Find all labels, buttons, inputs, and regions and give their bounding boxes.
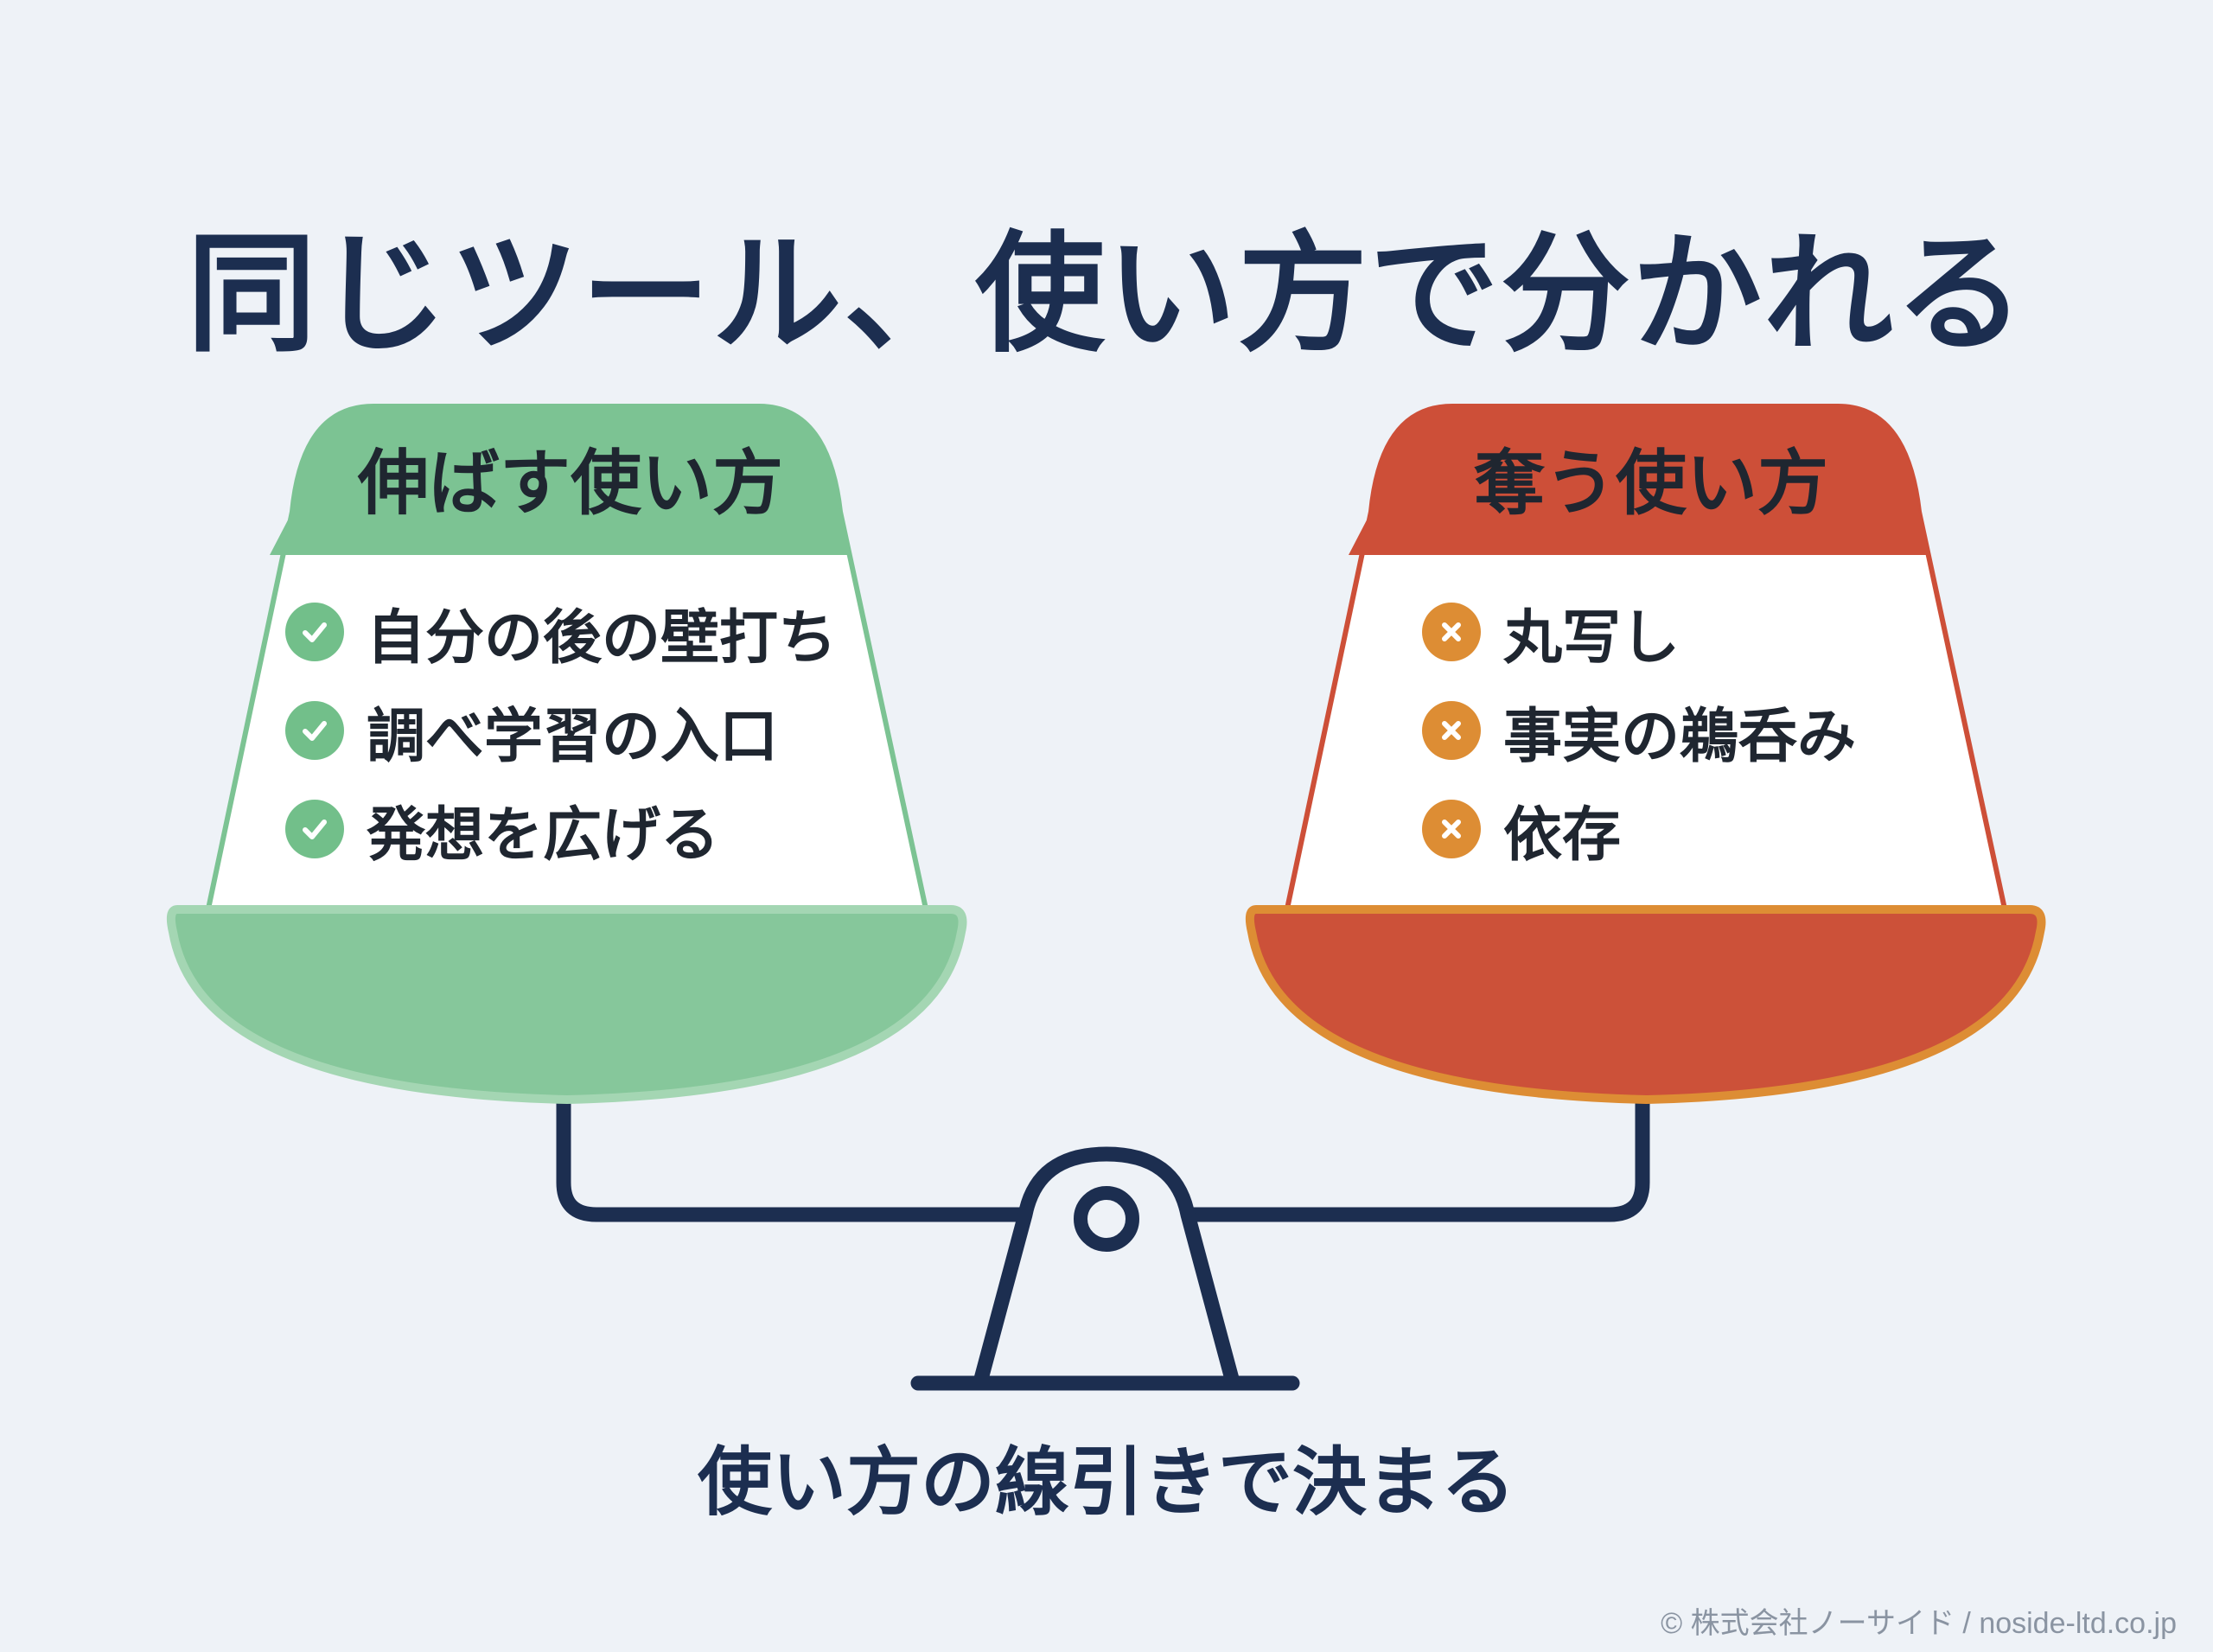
scale-pivot — [973, 1146, 1240, 1381]
left-pan-item: 自分の後の壁打ち — [285, 583, 837, 681]
page-title: 同じツール、使い方で分かれる — [186, 219, 2026, 370]
pivot-pin — [1074, 1186, 1139, 1252]
left-pan-item-label: 発想を広げる — [367, 800, 720, 870]
copyright-credit: © 株式会社ノーサイド / noside-ltd.co.jp — [1661, 1607, 2177, 1640]
check-icon — [285, 800, 344, 858]
left-pan — [166, 404, 967, 1104]
left-pan-list: 自分の後の壁打ち 調べ学習の入口 発想を広げる — [285, 583, 837, 878]
right-pan-title: 奪う使い方 — [1473, 443, 1828, 525]
scale-caption: 使い方の線引きで決まる — [698, 1439, 1515, 1526]
check-icon — [285, 603, 344, 661]
right-pan-item-label: 事実の鵜呑み — [1503, 702, 1857, 771]
left-pan-item-label: 自分の後の壁打ち — [367, 603, 838, 673]
right-pan-item-label: 依存 — [1503, 800, 1622, 870]
left-pan-item: 発想を広げる — [285, 780, 837, 878]
left-pan-title: 伸ばす使い方 — [357, 443, 783, 525]
left-pan-item: 調べ学習の入口 — [285, 681, 837, 780]
cross-icon — [1422, 603, 1481, 661]
right-pan-list: 丸写し 事実の鵜呑み 依存 — [1422, 583, 1856, 878]
right-pan-item: 丸写し — [1422, 583, 1856, 681]
left-pan-header — [270, 406, 851, 555]
right-pan-header — [1349, 406, 1930, 555]
right-pan-item-label: 丸写し — [1503, 603, 1680, 673]
cross-icon — [1422, 701, 1481, 760]
left-pan-bowl — [166, 905, 967, 1104]
right-pan-item: 事実の鵜呑み — [1422, 681, 1856, 780]
cross-icon — [1422, 800, 1481, 858]
right-pan-bowl — [1245, 905, 2046, 1104]
left-pan-item-label: 調べ学習の入口 — [367, 702, 779, 771]
right-pan — [1245, 404, 2046, 1104]
right-pan-item: 依存 — [1422, 780, 1856, 878]
check-icon — [285, 701, 344, 760]
